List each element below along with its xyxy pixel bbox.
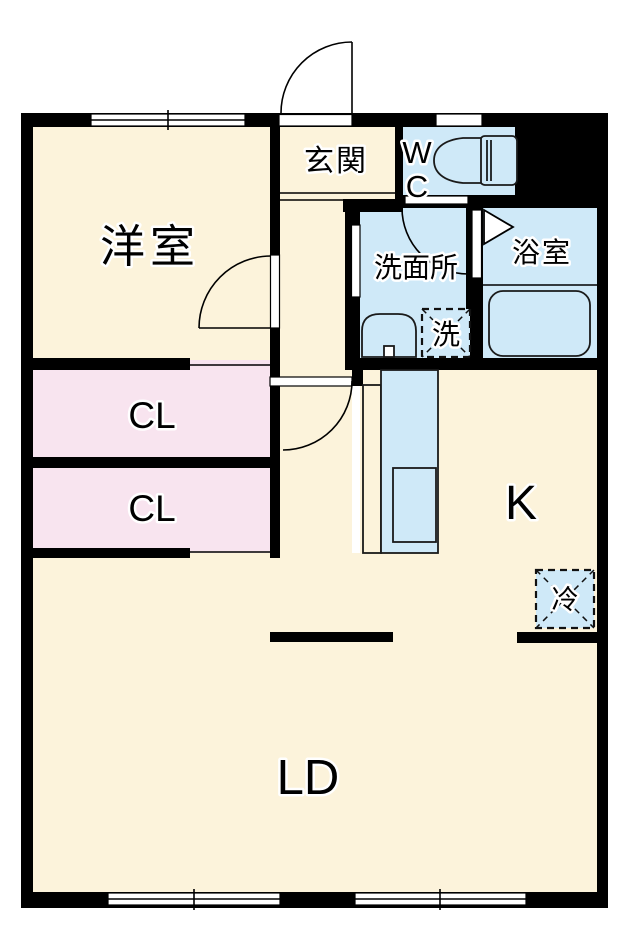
wall-segment-wet-bottom: [345, 358, 608, 370]
label-sentakuki: 洗: [432, 319, 460, 350]
refrigerator-space: [534, 568, 596, 630]
label-genkan: 玄関: [304, 145, 368, 178]
wall-divider-ld-left: [270, 632, 393, 642]
label-cl2: CL: [128, 488, 175, 529]
door-bathroom: [471, 208, 515, 279]
label-wc-line2: C: [406, 169, 428, 204]
wall-stub-kitchen: [352, 369, 363, 386]
room-cl1-area: [33, 360, 270, 457]
bathtub-icon: [488, 290, 591, 357]
label-yoshitsu: 洋室: [100, 221, 200, 272]
room-genkan-area: [278, 127, 395, 200]
label-yokushitsu: 浴室: [512, 237, 572, 268]
room-cl2-area: [33, 468, 270, 553]
window-ld-bottom-left: [107, 889, 281, 910]
wall-block-top-right: [515, 113, 608, 208]
label-senmenjo: 洗面所: [374, 252, 458, 283]
wall-segment-genkan-wc: [395, 127, 403, 212]
room-yoshitsu-area: [33, 126, 270, 360]
label-cl1: CL: [128, 395, 175, 436]
wall-segment-right: [597, 113, 608, 908]
wall-segment-yoshitsu-hall: [270, 126, 280, 558]
label-wc-line1: W: [402, 135, 432, 170]
wall-segment-senmenjo-top: [343, 199, 403, 212]
door-yoshitsu: [198, 254, 281, 329]
door-hall-ld: [269, 376, 353, 451]
front-door: [278, 41, 353, 127]
window-yoshitsu-top: [90, 110, 246, 130]
window-ld-bottom-right: [354, 889, 527, 910]
wall-segment-yoshitsu-bottom: [33, 358, 190, 370]
window-wc-top: [435, 113, 483, 127]
room-ld-area: [33, 553, 597, 892]
wall-divider-ld-right: [517, 632, 597, 643]
label-ld: LD: [277, 751, 340, 805]
washbasin-icon: [361, 313, 417, 358]
label-kitchen: K: [505, 477, 537, 530]
wall-segment-cl-mid: [33, 457, 280, 468]
door-wc: [401, 195, 469, 275]
label-reizouko: 冷: [552, 585, 579, 615]
kitchen-counter-icon: [362, 369, 439, 554]
wall-segment-left: [21, 113, 33, 908]
washing-machine-space: [420, 307, 472, 359]
wall-segment-cl2-bottom: [33, 548, 190, 558]
toilet-icon: [433, 135, 518, 186]
door-senmenjo: [350, 224, 361, 298]
